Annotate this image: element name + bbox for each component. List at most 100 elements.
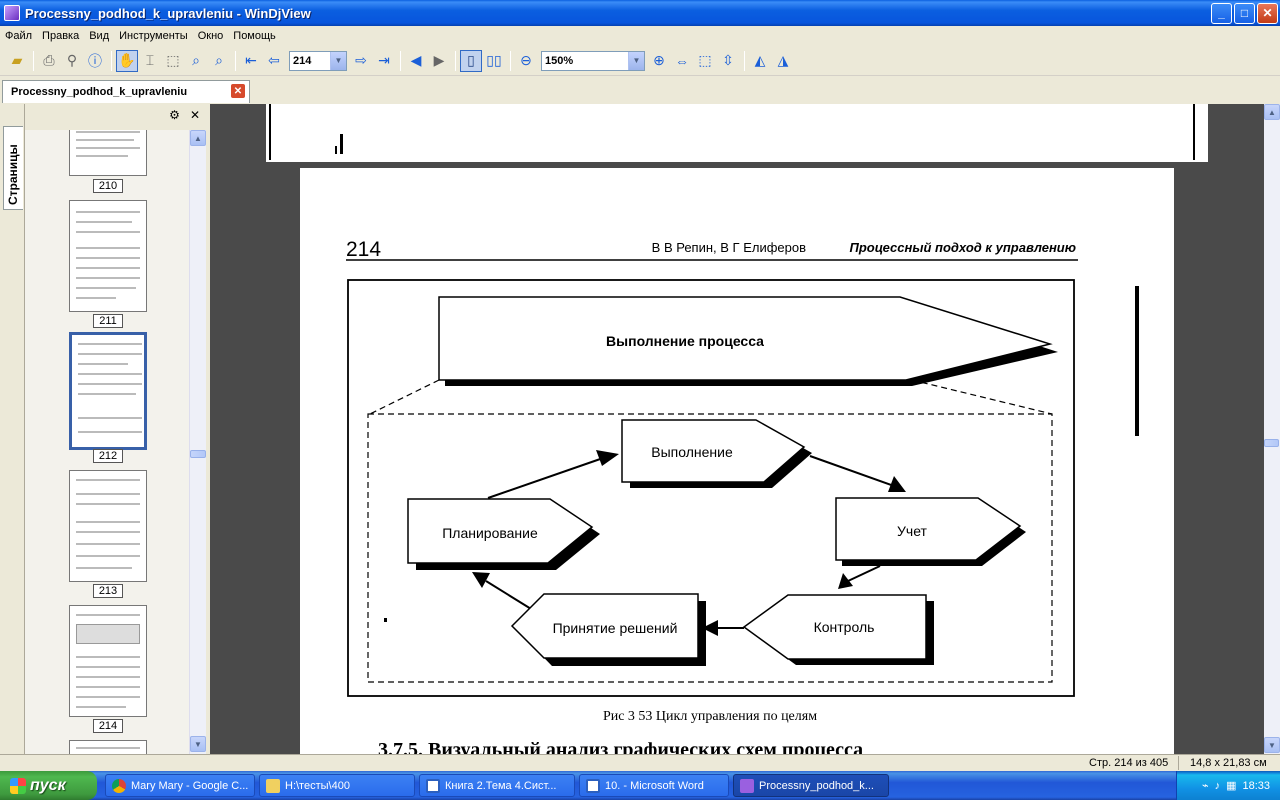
close-tab-icon[interactable]: ✕ [231,84,245,98]
rotate-right-icon[interactable]: ◮ [777,52,789,68]
magnifier-icon[interactable]: ⌕ [215,52,223,68]
thumbnail-text [78,353,142,355]
scroll-down-icon[interactable]: ▼ [1264,737,1280,753]
document-scrollbar[interactable]: ▲ ▼ [1264,104,1280,754]
thumbnail-page-213[interactable] [69,470,147,582]
select-rect-icon[interactable]: ⬚ [166,52,180,68]
scroll-thumb[interactable] [190,450,206,458]
start-button[interactable]: пуск [0,771,97,800]
scroll-up-icon[interactable]: ▲ [190,130,206,146]
thumbnail-page-211[interactable] [69,200,147,312]
fit-page-icon[interactable]: ⬚ [698,52,712,68]
figure-frame [347,279,1075,697]
task-windjview[interactable]: Processny_podhod_k... [733,774,889,797]
thumbnail-text [78,417,142,419]
language-icon[interactable]: ▦ [1226,780,1237,792]
menu-help[interactable]: Помощь [233,29,276,42]
page-number-value: 214 [293,54,312,67]
connector-execution-accounting [809,455,895,487]
page-authors: В В Репин, В Г Елиферов [652,240,806,255]
thumbnail-page-212[interactable] [69,332,147,450]
toolbar-separator [235,50,236,71]
thumbnail-label: 213 [93,584,123,598]
thumbnail-scrollbar[interactable]: ▲ ▼ [189,130,206,754]
settings-gear-icon[interactable]: ⚙ [169,108,180,122]
thumbnail-text [76,139,134,141]
thumbnail-text [76,221,132,223]
fit-width-icon[interactable]: ⇔ [675,52,689,69]
task-word-doc[interactable]: 10. - Microsoft Word [579,774,729,797]
node-planning-label: Планирование [442,525,538,541]
menu-window[interactable]: Окно [197,29,224,42]
last-page-icon[interactable]: ⇥ [378,52,390,68]
next-page-icon[interactable]: ⇨ [355,52,367,68]
menu-file[interactable]: Файл [5,29,33,42]
process-arrow-label: Выполнение процесса [606,333,764,349]
thumbnail-text [76,211,140,213]
actual-size-icon[interactable]: ⇳ [722,52,734,68]
task-word-book[interactable]: Книга 2.Тема 4.Сист... [419,774,575,797]
continuous-layout-icon[interactable]: ▯ [460,49,482,72]
zoom-out-icon[interactable]: ⊖ [520,52,532,68]
thumbnail-page-210[interactable] [69,130,147,176]
back-icon[interactable]: ◀ [410,52,422,68]
menu-view[interactable]: Вид [89,29,110,42]
thumbnail-text [78,343,142,345]
thumbnail-text [76,696,140,698]
thumbnail-text [78,383,142,385]
scroll-down-icon[interactable]: ▼ [190,736,206,752]
find-binoculars-icon[interactable]: ⚲ [66,52,78,68]
network-icon[interactable]: ⌁ [1201,780,1209,792]
task-label: H:\тесты\400 [285,779,350,792]
zoom-in-icon[interactable]: ⊕ [653,52,665,68]
chevron-down-icon[interactable]: ▼ [330,51,346,70]
thumbnail-page-214[interactable] [69,605,147,717]
thumbnail-text [76,287,136,289]
facing-pages-icon[interactable]: ▯▯ [486,52,502,68]
toolbar-separator [455,50,456,71]
close-panel-icon[interactable]: ✕ [189,108,200,122]
zoom-line-right [911,379,1053,415]
info-icon[interactable]: ⓘ [88,52,102,69]
task-folder[interactable]: H:\тесты\400 [259,774,415,797]
rotate-left-icon[interactable]: ◭ [754,52,766,68]
node-accounting-shape [835,497,1022,561]
chevron-down-icon[interactable]: ▼ [628,51,644,70]
open-folder-icon[interactable]: ▰ [11,52,23,68]
volume-icon[interactable]: ♪ [1214,779,1221,792]
maximize-button[interactable]: □ [1234,2,1255,24]
select-text-icon[interactable]: ⌶ [145,52,155,68]
windjview-icon [4,5,20,21]
task-label: 10. - Microsoft Word [605,779,704,792]
forward-icon[interactable]: ▶ [433,52,445,68]
tab-pages[interactable]: Страницы [3,126,23,210]
status-divider [1178,756,1179,770]
page-number-combo[interactable]: 214 ▼ [289,50,347,71]
thumbnail-text [76,503,140,505]
first-page-icon[interactable]: ⇤ [245,52,257,68]
hand-tool-icon[interactable]: ✋ [116,49,138,72]
thumbnails-panel: ⚙ ✕ 210 [24,104,206,754]
scroll-up-icon[interactable]: ▲ [1264,104,1280,120]
prev-page-icon[interactable]: ⇦ [268,52,280,68]
document-viewer[interactable]: 214 В В Репин, В Г Елиферов Процессный п… [210,104,1264,754]
zoom-combo[interactable]: 150% ▼ [541,50,645,71]
menu-tools[interactable]: Инструменты [119,29,188,42]
thumbnail-text [78,393,136,395]
task-chrome[interactable]: Mary Mary - Google C... [105,774,255,797]
minimize-button[interactable]: _ [1211,2,1232,24]
zoom-rect-icon[interactable]: ⌕ [192,52,200,68]
print-icon[interactable]: ⎙ [43,52,55,68]
close-button[interactable]: ✕ [1257,2,1278,24]
thumbnail-text [78,373,142,375]
document-tab[interactable]: Processny_podhod_k_upravleniu ✕ [2,80,250,103]
start-label: пуск [30,776,66,794]
page-number: 214 [346,238,381,261]
figure-caption: Рис 3 53 Цикл управления по целям [603,709,817,724]
thumbnail-page-215[interactable] [69,740,147,754]
thumbnail-text [76,247,140,249]
menu-edit[interactable]: Правка [42,29,80,42]
scroll-thumb[interactable] [1264,439,1279,447]
status-bar: Стр. 214 из 405 14,8 x 21,83 см [0,754,1280,771]
